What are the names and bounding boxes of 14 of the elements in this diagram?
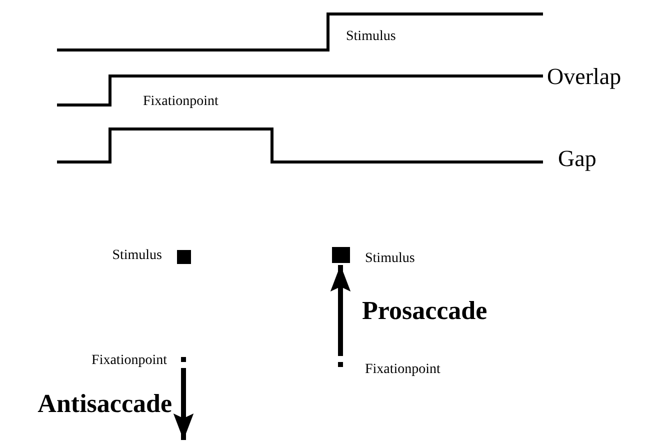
arrow [330, 265, 351, 356]
marker-label: Fixationpoint [365, 363, 440, 377]
trace-label: Gap [558, 147, 596, 170]
square-marker [332, 247, 350, 263]
square-marker [177, 250, 191, 264]
trace-label: Fixationpoint [143, 95, 218, 109]
arrow [173, 368, 194, 440]
marker-label: Fixationpoint [92, 354, 167, 368]
marker-label: Stimulus [365, 252, 415, 266]
trace-label: Overlap [547, 65, 622, 88]
square-marker [181, 357, 186, 362]
trace-label: Stimulus [346, 30, 396, 44]
marker-label: Stimulus [112, 249, 162, 263]
square-marker [338, 362, 343, 367]
